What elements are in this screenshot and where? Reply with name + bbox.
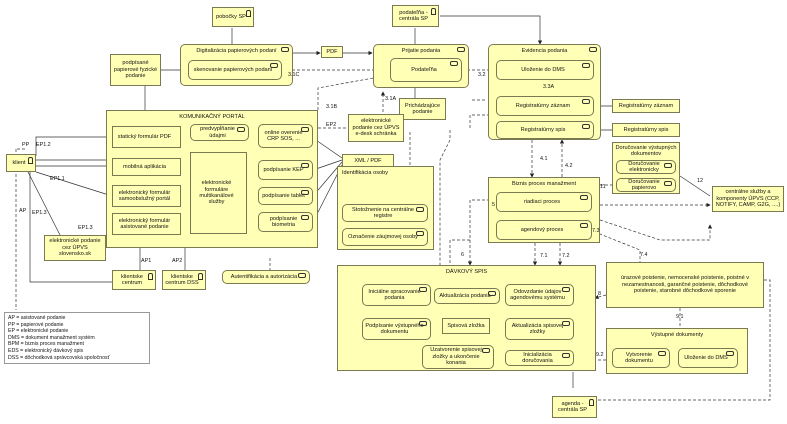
edge-label: 3.3A — [543, 84, 555, 90]
legend-item: EDS = elektronický dávkový spis — [8, 347, 84, 354]
edge-label: 4.2 — [565, 163, 573, 169]
edge-label: AP — [19, 208, 27, 214]
node-el-podanie-upvs-desk[interactable]: elektronické podanie cez ÚPVS e-desk sch… — [348, 114, 404, 142]
edge-label: 3.1B — [326, 104, 338, 110]
node-podpisanie-tablet[interactable]: podpísanie tablet — [258, 187, 313, 205]
node-predvyplnanie[interactable]: predvypĺňanie údajmi — [190, 124, 249, 141]
edge-label: EP1.3 — [32, 210, 47, 216]
node-uzatvorenie-spisovej[interactable]: Uzatvorenie spisovej zložky a ukončenie … — [422, 345, 494, 369]
node-podatelna[interactable]: Podateľňa — [390, 58, 462, 82]
edge-label: EP2 — [326, 122, 337, 128]
node-aktualizacia-spisovej[interactable]: Aktualizácia spisovej zložky — [505, 318, 574, 340]
node-registraturny-spis[interactable]: Registratúrny spis — [496, 121, 594, 139]
node-ulozenie-dms[interactable]: Uloženie do DMS — [496, 60, 594, 80]
node-asistovane-podanie[interactable]: elektronický formulár asistované podanie — [112, 213, 181, 235]
node-aktualizacia-podania[interactable]: Aktualizácia podania — [434, 288, 500, 304]
node-stotoznenie[interactable]: Stotožnenie na centrálne registre — [342, 204, 428, 222]
legend-item: BPM = biznis proces manažment — [8, 341, 84, 348]
edge-label: 6 — [461, 252, 464, 258]
node-podpisane-papierove[interactable]: podpísané papierové fyzické podanie — [110, 54, 161, 86]
node-online-overenie[interactable]: online overenie CRP SOS, ... — [258, 124, 313, 148]
node-registraturny-zaznam-right[interactable]: Registratúrny záznam — [612, 99, 680, 113]
node-ulozenie-dms2[interactable]: Uloženie do DMS — [678, 348, 738, 368]
edge-label: 9.2 — [596, 352, 604, 358]
legend-item: EP = elektronické podanie — [8, 328, 69, 335]
node-samoobsluzny-portal[interactable]: elektronický formulár samoobslužný portá… — [112, 185, 181, 207]
edge-label: 7.4 — [640, 252, 648, 258]
node-podpisanie-biometria[interactable]: podpísanie biometria — [258, 212, 313, 232]
node-vytvorenie-dokumentu[interactable]: Vytvorenie dokumentu — [612, 348, 670, 368]
node-mobilna-aplikacia[interactable]: mobilná aplikácia — [112, 158, 181, 176]
edge-label: 3.1A — [385, 96, 397, 102]
edge-label: 9.1 — [676, 314, 684, 320]
edge-label: AP2 — [172, 258, 183, 264]
node-oznacenie-osoby[interactable]: Označenie záujmovej osoby — [342, 228, 428, 246]
edge-label: 3.2 — [478, 72, 486, 78]
node-podpisanie-vystupneho[interactable]: Podpísanie výstupného dokumentu — [362, 318, 431, 340]
node-prichadzajuce-podanie[interactable]: Prichádzajúce podanie — [399, 98, 446, 120]
node-skenovanie[interactable]: skenovanie papierových podaní — [188, 60, 282, 80]
edge-label: EP1.2 — [36, 142, 51, 148]
edge-label: AP1 — [141, 258, 152, 264]
node-pdf-top[interactable]: PDF — [321, 46, 343, 58]
actor-podatelna-centrala[interactable]: podateľňa - centrála SP — [392, 5, 439, 27]
edge-label: 7.3 — [592, 228, 600, 234]
node-registraturny-zaznam[interactable]: Registratúrny záznam — [496, 96, 594, 116]
node-spisova-zlozka[interactable]: Spisová zložka — [442, 318, 490, 334]
edge-label: EP1.1 — [50, 176, 65, 182]
edge-label: PP — [22, 142, 30, 148]
legend-item: PP = papierové podanie — [8, 321, 64, 328]
node-dorucovanie-elektronicky[interactable]: Doručovanie elektronicky — [616, 160, 676, 174]
actor-pobocky-sp[interactable]: pobočky SP — [212, 7, 254, 27]
node-staticky-formular[interactable]: statický formulár PDF — [112, 126, 181, 148]
node-centralne-sluzby[interactable]: centrálne služby a komponenty ÚPVS (CCP,… — [712, 186, 784, 212]
node-odovzdanie-udajov[interactable]: Odovzdanie údajov agendovému systému — [505, 284, 574, 306]
node-agendovy-proces[interactable]: agendový proces — [496, 220, 592, 240]
node-autentifikacia[interactable]: Autentifikácia a autorizácia — [222, 270, 310, 284]
edge-label: EP1.3 — [78, 225, 93, 231]
edge-label: 7.2 — [562, 253, 570, 259]
edge-label: 12 — [697, 178, 703, 184]
node-inicializacia-dorucovania[interactable]: Inicializácia doručovania — [505, 350, 574, 366]
legend-item: DSS = dôchodková správcovská spoločnosť — [8, 354, 110, 361]
node-podpisanie-kep[interactable]: podpísanie KEP — [258, 160, 313, 180]
node-urazove-poistenie[interactable]: úrazové poistenie, nemocenské poistenie,… — [606, 262, 764, 308]
node-inicialne-spracovanie[interactable]: Iniciálne spracovanie podania — [362, 284, 431, 306]
node-registraturny-spis-right[interactable]: Registratúrny spis — [612, 123, 680, 137]
node-riadiaci-proces[interactable]: riadiaci proces — [496, 192, 592, 212]
edge-label: 8 — [598, 291, 601, 297]
edge-label: 3.1C — [288, 72, 300, 78]
actor-klientske-centrum-dss[interactable]: klientske centrum DSS — [162, 270, 206, 290]
edge-label: 7.1 — [540, 253, 548, 259]
edge-label: 11 — [600, 184, 606, 190]
legend-item: DMS = dokument manažment systém — [8, 334, 95, 341]
actor-klient[interactable]: klient — [6, 154, 36, 172]
actor-klientske-centrum[interactable]: klientske centrum — [112, 270, 156, 290]
node-el-podanie-upvs-sk[interactable]: elektronické podanie cez ÚPVS slovensko.… — [44, 235, 106, 261]
legend-item: AP = asistované podanie — [8, 315, 66, 321]
actor-agenda-centrala[interactable]: agenda - centrála SP — [552, 396, 597, 418]
node-dorucovanie-papierovo[interactable]: Doručovanie papierovo — [616, 178, 676, 192]
node-elektronicke-formulare[interactable]: elektronické formuláre multikanálové slu… — [190, 152, 247, 234]
edge-label: 5 — [492, 202, 495, 208]
legend: AP = asistované podanie PP = papierové p… — [4, 312, 150, 364]
edge-label: 4.1 — [540, 156, 548, 162]
